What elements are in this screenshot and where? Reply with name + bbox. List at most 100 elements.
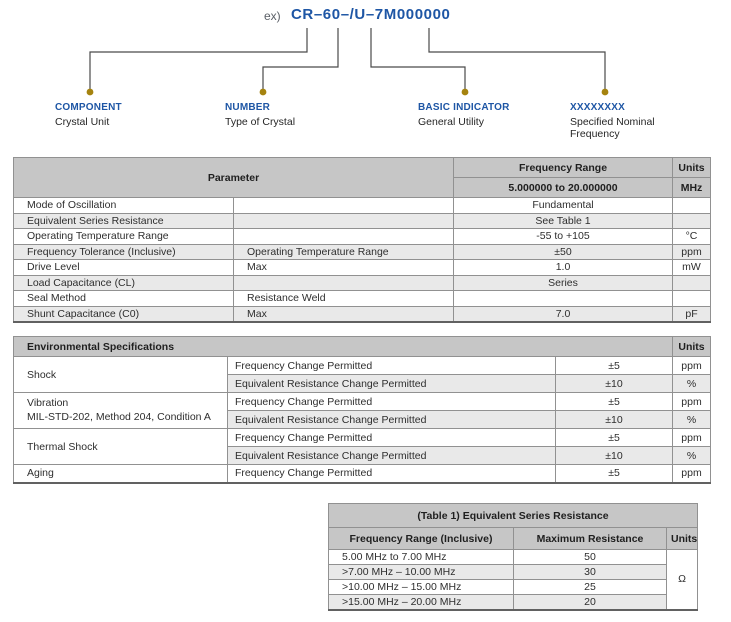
leader-dot-icon <box>259 88 267 96</box>
units-value: MHz <box>672 177 711 198</box>
param-condition: Max <box>233 259 454 276</box>
leader-dot-icon <box>461 88 469 96</box>
env-group-aging: Aging <box>13 464 228 483</box>
res-value: 25 <box>513 579 667 595</box>
env-group-shock: Shock <box>13 356 228 393</box>
env-unit: ppm <box>672 356 711 375</box>
res-value: 30 <box>513 564 667 580</box>
column-header-frequency-range: Frequency Range <box>453 157 673 178</box>
label-subtitle: General Utility <box>418 115 484 128</box>
example-prefix: ex) <box>264 9 281 23</box>
env-unit: % <box>672 410 711 429</box>
param-value: -55 to +105 <box>453 228 673 245</box>
res-value: 20 <box>513 594 667 610</box>
env-unit: % <box>672 374 711 393</box>
label-subtitle: Specified Nominal Frequency <box>570 115 655 140</box>
param-condition <box>233 197 454 214</box>
param-name: Operating Temperature Range <box>13 228 234 245</box>
leader-line <box>370 28 466 89</box>
param-value: See Table 1 <box>453 212 673 229</box>
label-title: BASIC INDICATOR <box>418 102 510 113</box>
param-value: Series <box>453 274 673 291</box>
column-header-parameter: Parameter <box>13 157 454 198</box>
param-name: Shunt Capacitance (C0) <box>13 305 234 322</box>
label-basic-indicator: BASIC INDICATOR General Utility <box>418 102 510 128</box>
res-range: >10.00 MHz – 15.00 MHz <box>328 579 514 595</box>
param-unit: °C <box>672 228 711 245</box>
env-value: ±10 <box>555 374 673 393</box>
param-value: Fundamental <box>453 197 673 214</box>
leader-dot-icon <box>86 88 94 96</box>
param-unit: pF <box>672 305 711 322</box>
param-value <box>453 290 673 307</box>
label-number: NUMBER Type of Crystal <box>225 102 295 128</box>
leader-line <box>262 28 339 89</box>
env-test: Equivalent Resistance Change Permitted <box>227 446 556 465</box>
column-header-frequency-range: Frequency Range (Inclusive) <box>328 527 514 550</box>
column-header-max-resistance: Maximum Resistance <box>513 527 667 550</box>
env-value: ±5 <box>555 464 673 483</box>
env-group-condition: MIL-STD-202, Method 204, Condition A <box>27 410 211 423</box>
param-name: Frequency Tolerance (Inclusive) <box>13 243 234 260</box>
parameter-table: Parameter Frequency Range Units 5.000000… <box>13 157 711 323</box>
env-test: Frequency Change Permitted <box>227 356 556 375</box>
param-name: Seal Method <box>13 290 234 307</box>
env-test: Equivalent Resistance Change Permitted <box>227 374 556 393</box>
label-title: XXXXXXXX <box>570 102 625 113</box>
env-unit: % <box>672 446 711 465</box>
param-unit <box>672 274 711 291</box>
env-unit: ppm <box>672 392 711 411</box>
column-header-units: Units <box>672 336 711 357</box>
env-unit: ppm <box>672 428 711 447</box>
res-unit: Ω <box>665 549 699 610</box>
resistance-table: (Table 1) Equivalent Series Resistance F… <box>327 503 699 611</box>
leader-line <box>89 28 308 89</box>
param-value: ±50 <box>453 243 673 260</box>
label-subtitle: Type of Crystal <box>225 115 296 128</box>
param-condition: Max <box>233 305 454 322</box>
env-value: ±5 <box>555 356 673 375</box>
param-condition <box>233 212 454 229</box>
param-name: Mode of Oscillation <box>13 197 234 214</box>
env-value: ±10 <box>555 446 673 465</box>
param-unit: mW <box>672 259 711 276</box>
env-test: Frequency Change Permitted <box>227 428 556 447</box>
env-group-vibration: Vibration MIL-STD-202, Method 204, Condi… <box>13 392 228 429</box>
env-value: ±5 <box>555 428 673 447</box>
env-value: ±10 <box>555 410 673 429</box>
param-unit: ppm <box>672 243 711 260</box>
env-value: ±5 <box>555 392 673 411</box>
env-test: Equivalent Resistance Change Permitted <box>227 410 556 429</box>
env-test: Frequency Change Permitted <box>227 392 556 411</box>
leader-dot-icon <box>601 88 609 96</box>
res-range: >15.00 MHz – 20.00 MHz <box>328 594 514 610</box>
param-condition: Operating Temperature Range <box>233 243 454 260</box>
param-condition <box>233 274 454 291</box>
env-test: Frequency Change Permitted <box>227 464 556 483</box>
env-group-name: Vibration <box>27 397 69 410</box>
res-range: 5.00 MHz to 7.00 MHz <box>328 549 514 565</box>
env-unit: ppm <box>672 464 711 483</box>
param-unit <box>672 290 711 307</box>
param-name: Load Capacitance (CL) <box>13 274 234 291</box>
param-name: Equivalent Series Resistance <box>13 212 234 229</box>
leader-line <box>428 28 606 89</box>
label-subtitle: Crystal Unit <box>55 115 110 128</box>
param-unit <box>672 197 711 214</box>
res-range: >7.00 MHz – 10.00 MHz <box>328 564 514 580</box>
resistance-table-title: (Table 1) Equivalent Series Resistance <box>327 503 699 528</box>
environmental-table: Environmental Specifications Units Shock… <box>13 336 711 484</box>
label-title: NUMBER <box>225 102 271 113</box>
column-header-units: Units <box>665 527 699 550</box>
param-value: 1.0 <box>453 259 673 276</box>
frequency-range-value: 5.000000 to 20.000000 <box>453 177 673 198</box>
res-value: 50 <box>513 549 667 565</box>
param-name: Drive Level <box>13 259 234 276</box>
section-header-environmental: Environmental Specifications <box>13 336 673 357</box>
param-unit <box>672 212 711 229</box>
column-header-units: Units <box>672 157 711 178</box>
param-value: 7.0 <box>453 305 673 322</box>
label-component: COMPONENT Crystal Unit <box>55 102 122 128</box>
label-frequency: XXXXXXXX Specified Nominal Frequency <box>570 102 682 140</box>
